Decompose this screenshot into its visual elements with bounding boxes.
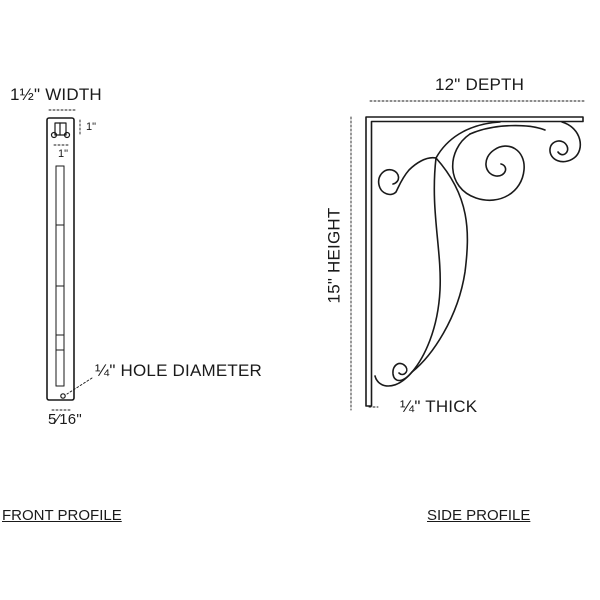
top-right-scroll	[549, 121, 582, 163]
height-dimension-label: 15" HEIGHT	[324, 207, 344, 304]
upper-left-scroll	[377, 156, 437, 196]
depth-dimension-label: 12" DEPTH	[435, 75, 525, 94]
front-profile-bar	[46, 117, 75, 401]
thickness-callout-label: ¼" THICK	[400, 397, 478, 416]
hole-spacing-label: 1"	[58, 148, 69, 160]
thickness-label: 5⁄16"	[48, 411, 82, 428]
front-top-tab	[54, 122, 67, 136]
width-dimension-label: 1½" WIDTH	[10, 85, 102, 104]
hole-diameter-label: ¼" HOLE DIAMETER	[95, 361, 262, 380]
scroll-arm-curves	[374, 121, 546, 387]
front-profile-caption: FRONT PROFILE	[2, 507, 122, 524]
side-profile-caption: SIDE PROFILE	[427, 507, 531, 524]
side-dimension-lines	[350, 100, 587, 411]
front-mounting-holes	[50, 131, 71, 399]
center-spiral-scroll	[451, 133, 525, 202]
tab-height-label: 1"	[86, 121, 97, 133]
front-dimension-lines	[48, 109, 93, 411]
bracket-frame	[365, 116, 584, 407]
